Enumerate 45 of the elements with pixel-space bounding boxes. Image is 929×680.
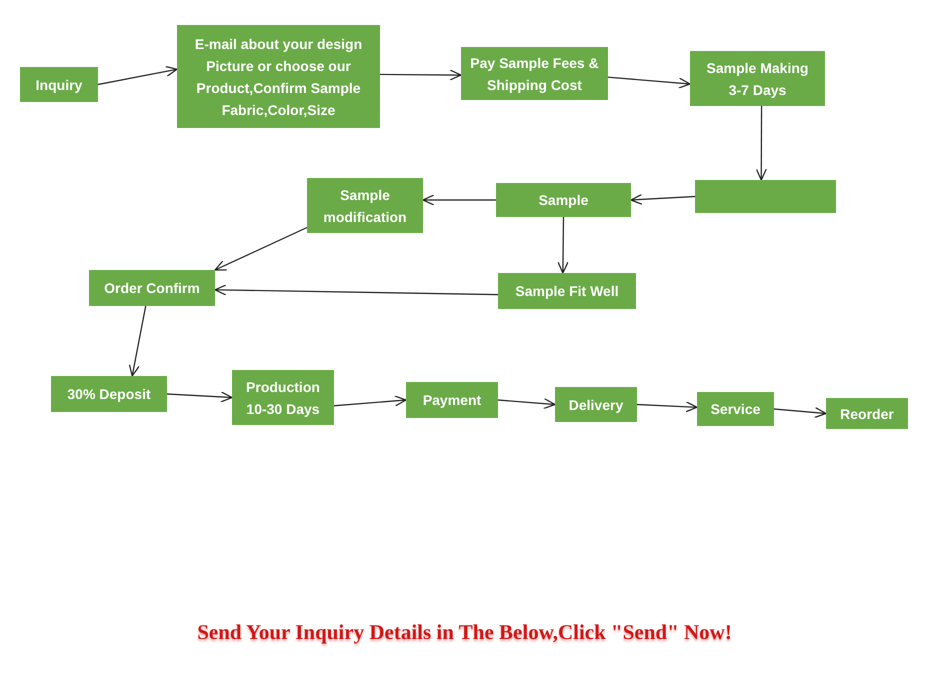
step-text: Service: [710, 400, 760, 419]
arrow: [98, 66, 178, 86]
step-text: Pay Sample Fees & Shipping Cost: [469, 54, 600, 95]
process-box: [496, 183, 631, 217]
process-box: [697, 392, 774, 426]
arrow: [166, 391, 233, 402]
process-box: [826, 398, 908, 429]
step-text: Sample Making 3-7 Days: [706, 58, 810, 100]
process-box: [461, 47, 608, 100]
process-box: [406, 382, 498, 418]
arrow: [774, 406, 827, 418]
arrow: [334, 395, 407, 406]
arrow: [557, 217, 569, 274]
arrow: [636, 401, 698, 412]
step-text: 30% Deposit: [67, 385, 151, 404]
arrow: [756, 106, 767, 181]
step-text: Inquiry: [36, 76, 82, 95]
step-text: Payment: [422, 391, 482, 410]
process-box: [232, 370, 334, 425]
arrow: [380, 69, 462, 81]
step-text: Order Confirm: [104, 279, 200, 298]
step-text: Reorder: [840, 404, 894, 424]
arrow: [608, 76, 691, 89]
step-text: Sample: [538, 191, 588, 210]
process-box: [690, 51, 825, 106]
arrow: [128, 306, 146, 377]
arrow: [214, 284, 498, 296]
process-box: [20, 67, 98, 102]
step-text: Sample modification: [322, 186, 408, 226]
process-box: [555, 387, 637, 422]
process-box: [177, 25, 380, 128]
step-text: Delivery: [568, 396, 624, 415]
step-text: Production 10-30 Days: [245, 378, 321, 419]
call-to-action-text: Send Your Inquiry Details in The Below,Click "Send" Now!: [196, 620, 733, 645]
box-shape: [695, 180, 836, 213]
process-box: [89, 270, 215, 306]
arrow: [422, 194, 496, 206]
process-box: [307, 178, 423, 233]
step-text: Sample Fit Well: [515, 282, 619, 301]
arrow: [214, 226, 308, 271]
arrow: [498, 398, 556, 410]
arrow: [630, 194, 696, 205]
process-box: [51, 376, 167, 412]
process-box: [498, 273, 636, 309]
step-text: E-mail about your design Picture or choose our Product,Confirm Sample Fabric,Color,Size: [194, 34, 364, 120]
